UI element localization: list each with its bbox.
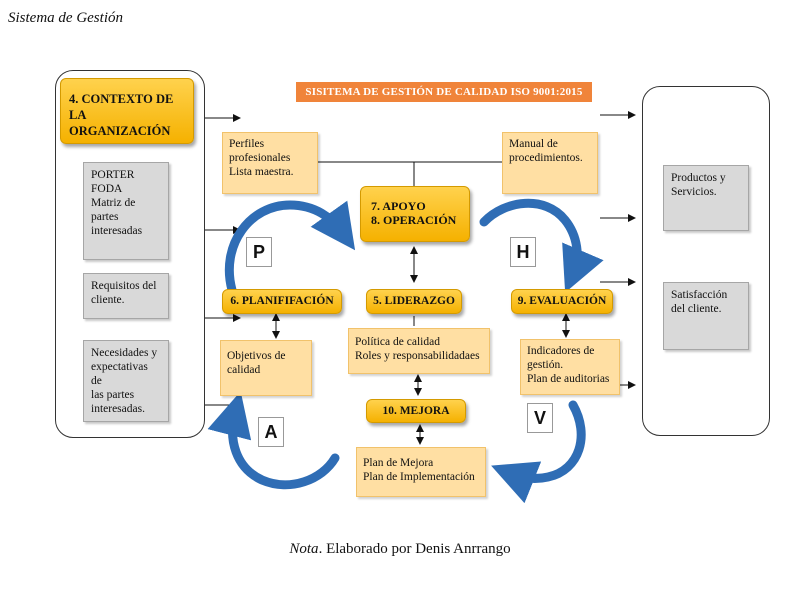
detail-objetivos: Objetivos de calidad (220, 340, 312, 396)
node-apoyo-operacion: 7. APOYO 8. OPERACIÓN (360, 186, 470, 242)
phase-v-label: V (527, 403, 553, 433)
node-liderazgo: 5. LIDERAZGO (366, 289, 462, 314)
node-planificacion: 6. PLANIFIFACIÓN (222, 289, 342, 314)
doc-perfiles: Perfiles profesionales Lista maestra. (222, 132, 318, 194)
phase-a-label: A (258, 417, 284, 447)
node-evaluacion: 9. EVALUACIÓN (511, 289, 613, 314)
detail-plan-mejora: Plan de Mejora Plan de Implementación (356, 447, 486, 497)
page-heading: Sistema de Gestión (8, 10, 123, 26)
phase-h-label: H (510, 237, 536, 267)
output-satisfaccion: Satisfacción del cliente. (663, 282, 749, 350)
cycle-arrow-a (207, 391, 340, 490)
cycle-arrow-h (479, 198, 604, 293)
node-mejora: 10. MEJORA (366, 399, 466, 423)
output-productos: Productos y Servicios. (663, 165, 749, 231)
phase-p-label: P (246, 237, 272, 267)
input-frame (55, 70, 205, 438)
figure-note: Nota. Elaborado por Denis Anrrango (0, 541, 800, 558)
detail-indicadores: Indicadores de gestión. Plan de auditori… (520, 339, 620, 395)
note-text: . Elaborado por Denis Anrrango (318, 541, 511, 557)
output-frame (642, 86, 770, 436)
input-necesidades: Necesidades y expectativas de las partes… (83, 340, 169, 422)
note-label: Nota (289, 541, 319, 557)
cycle-arrow-p (224, 200, 356, 295)
system-title-bar: SISITEMA DE GESTIÓN DE CALIDAD ISO 9001:… (296, 82, 592, 102)
node-contexto: 4. CONTEXTO DE LA ORGANIZACIÓN (60, 78, 194, 144)
doc-manual: Manual de procedimientos. (502, 132, 598, 194)
detail-politica: Política de calidad Roles y responsabili… (348, 328, 490, 374)
input-analysis: PORTER FODA Matriz de partes interesadas (83, 162, 169, 260)
input-requisitos: Requisitos del cliente. (83, 273, 169, 319)
cycle-arrow-v (491, 400, 586, 504)
